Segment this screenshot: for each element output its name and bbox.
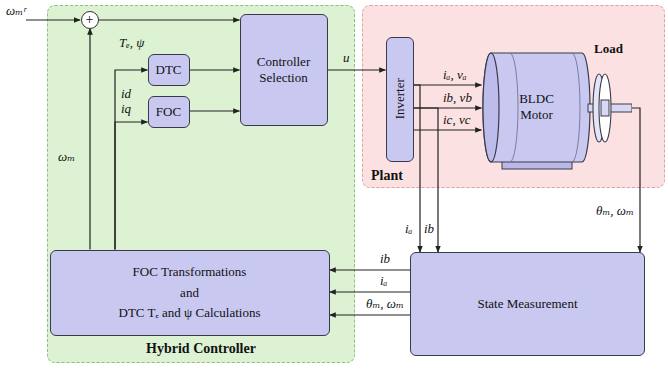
- node-text: FOC: [156, 104, 181, 120]
- motor-end-cap: [483, 53, 499, 162]
- signal-connector: [328, 69, 386, 70]
- node-text: DTC Tₑ and ψ Calculations: [119, 305, 261, 321]
- signal-connector: [89, 29, 90, 250]
- signal-label: Tₑ, ψ: [119, 36, 144, 51]
- input-arrow: [26, 19, 80, 20]
- signal-connector: [330, 291, 411, 292]
- signal-connector: [414, 108, 439, 252]
- node-text: and: [180, 285, 199, 301]
- signal-connector: [99, 19, 240, 20]
- signal-connector: [190, 69, 240, 70]
- signal-connector: [115, 70, 148, 250]
- bldc-motor: BLDC Motor: [482, 45, 632, 170]
- node-text: DTC: [156, 62, 182, 78]
- motor-body: [483, 53, 590, 162]
- signal-label: iₐ, vₐ: [443, 68, 467, 83]
- signal-label: ib, vb: [443, 91, 472, 106]
- signal-label: iₐ: [405, 222, 412, 237]
- node-text: Controller Selection: [244, 54, 324, 85]
- signal-label: u: [343, 51, 350, 66]
- signal-connector: [414, 84, 482, 85]
- part-label: Load: [594, 42, 623, 57]
- signal-connector: [190, 110, 240, 111]
- signal-label: θₘ, ωₘ: [366, 297, 404, 312]
- signal-connector: [115, 122, 148, 250]
- load-hub: [601, 100, 609, 116]
- controller-region: Hybrid Controller + DTC FOC Controller Selec…: [47, 5, 355, 363]
- signal-connector: [632, 108, 641, 252]
- signal-connector: [330, 269, 411, 270]
- node-text: State Measurement: [478, 296, 578, 312]
- motor-label-area: BLDC Motor: [491, 53, 583, 162]
- signal-label: iₐ: [380, 274, 387, 289]
- inverter-box: Inverter: [386, 37, 414, 162]
- signal-connector: [414, 129, 482, 130]
- signal-label: ib: [424, 222, 434, 237]
- motor-band: [572, 53, 580, 162]
- summing-junction: +: [81, 11, 99, 29]
- load-disc: [599, 74, 611, 142]
- signal-connector: [330, 314, 411, 315]
- region-title: Plant: [371, 168, 403, 184]
- signal-label: ib: [380, 252, 390, 267]
- dtc-box: DTC: [148, 54, 190, 86]
- motor-drawing: [482, 45, 632, 170]
- signal-label: θₘ, ωₘ: [596, 204, 634, 219]
- signal-label: ic, vc: [443, 113, 470, 128]
- node-text: FOC Transformations: [133, 264, 247, 280]
- node-text: BLDC Motor: [512, 91, 562, 122]
- signal-connector: [414, 85, 421, 252]
- node-text: Inverter: [392, 78, 408, 119]
- region-title: Hybrid Controller: [48, 341, 354, 357]
- measurement-box: State Measurement: [410, 252, 645, 356]
- transform-box: FOC Transformations andDTC Tₑ and ψ Calcu…: [50, 250, 330, 336]
- selector-box: Controller Selection: [240, 14, 328, 126]
- motor-band: [510, 53, 518, 162]
- signal-label: id iq: [121, 87, 131, 117]
- signal-label: ωₘ: [58, 150, 75, 165]
- plant-region: Plant Inverter BLDC Motor: [362, 5, 665, 188]
- node-text: +: [86, 13, 94, 27]
- signal-label: ωₘʳ: [6, 4, 26, 19]
- foc-box: FOC: [148, 96, 190, 128]
